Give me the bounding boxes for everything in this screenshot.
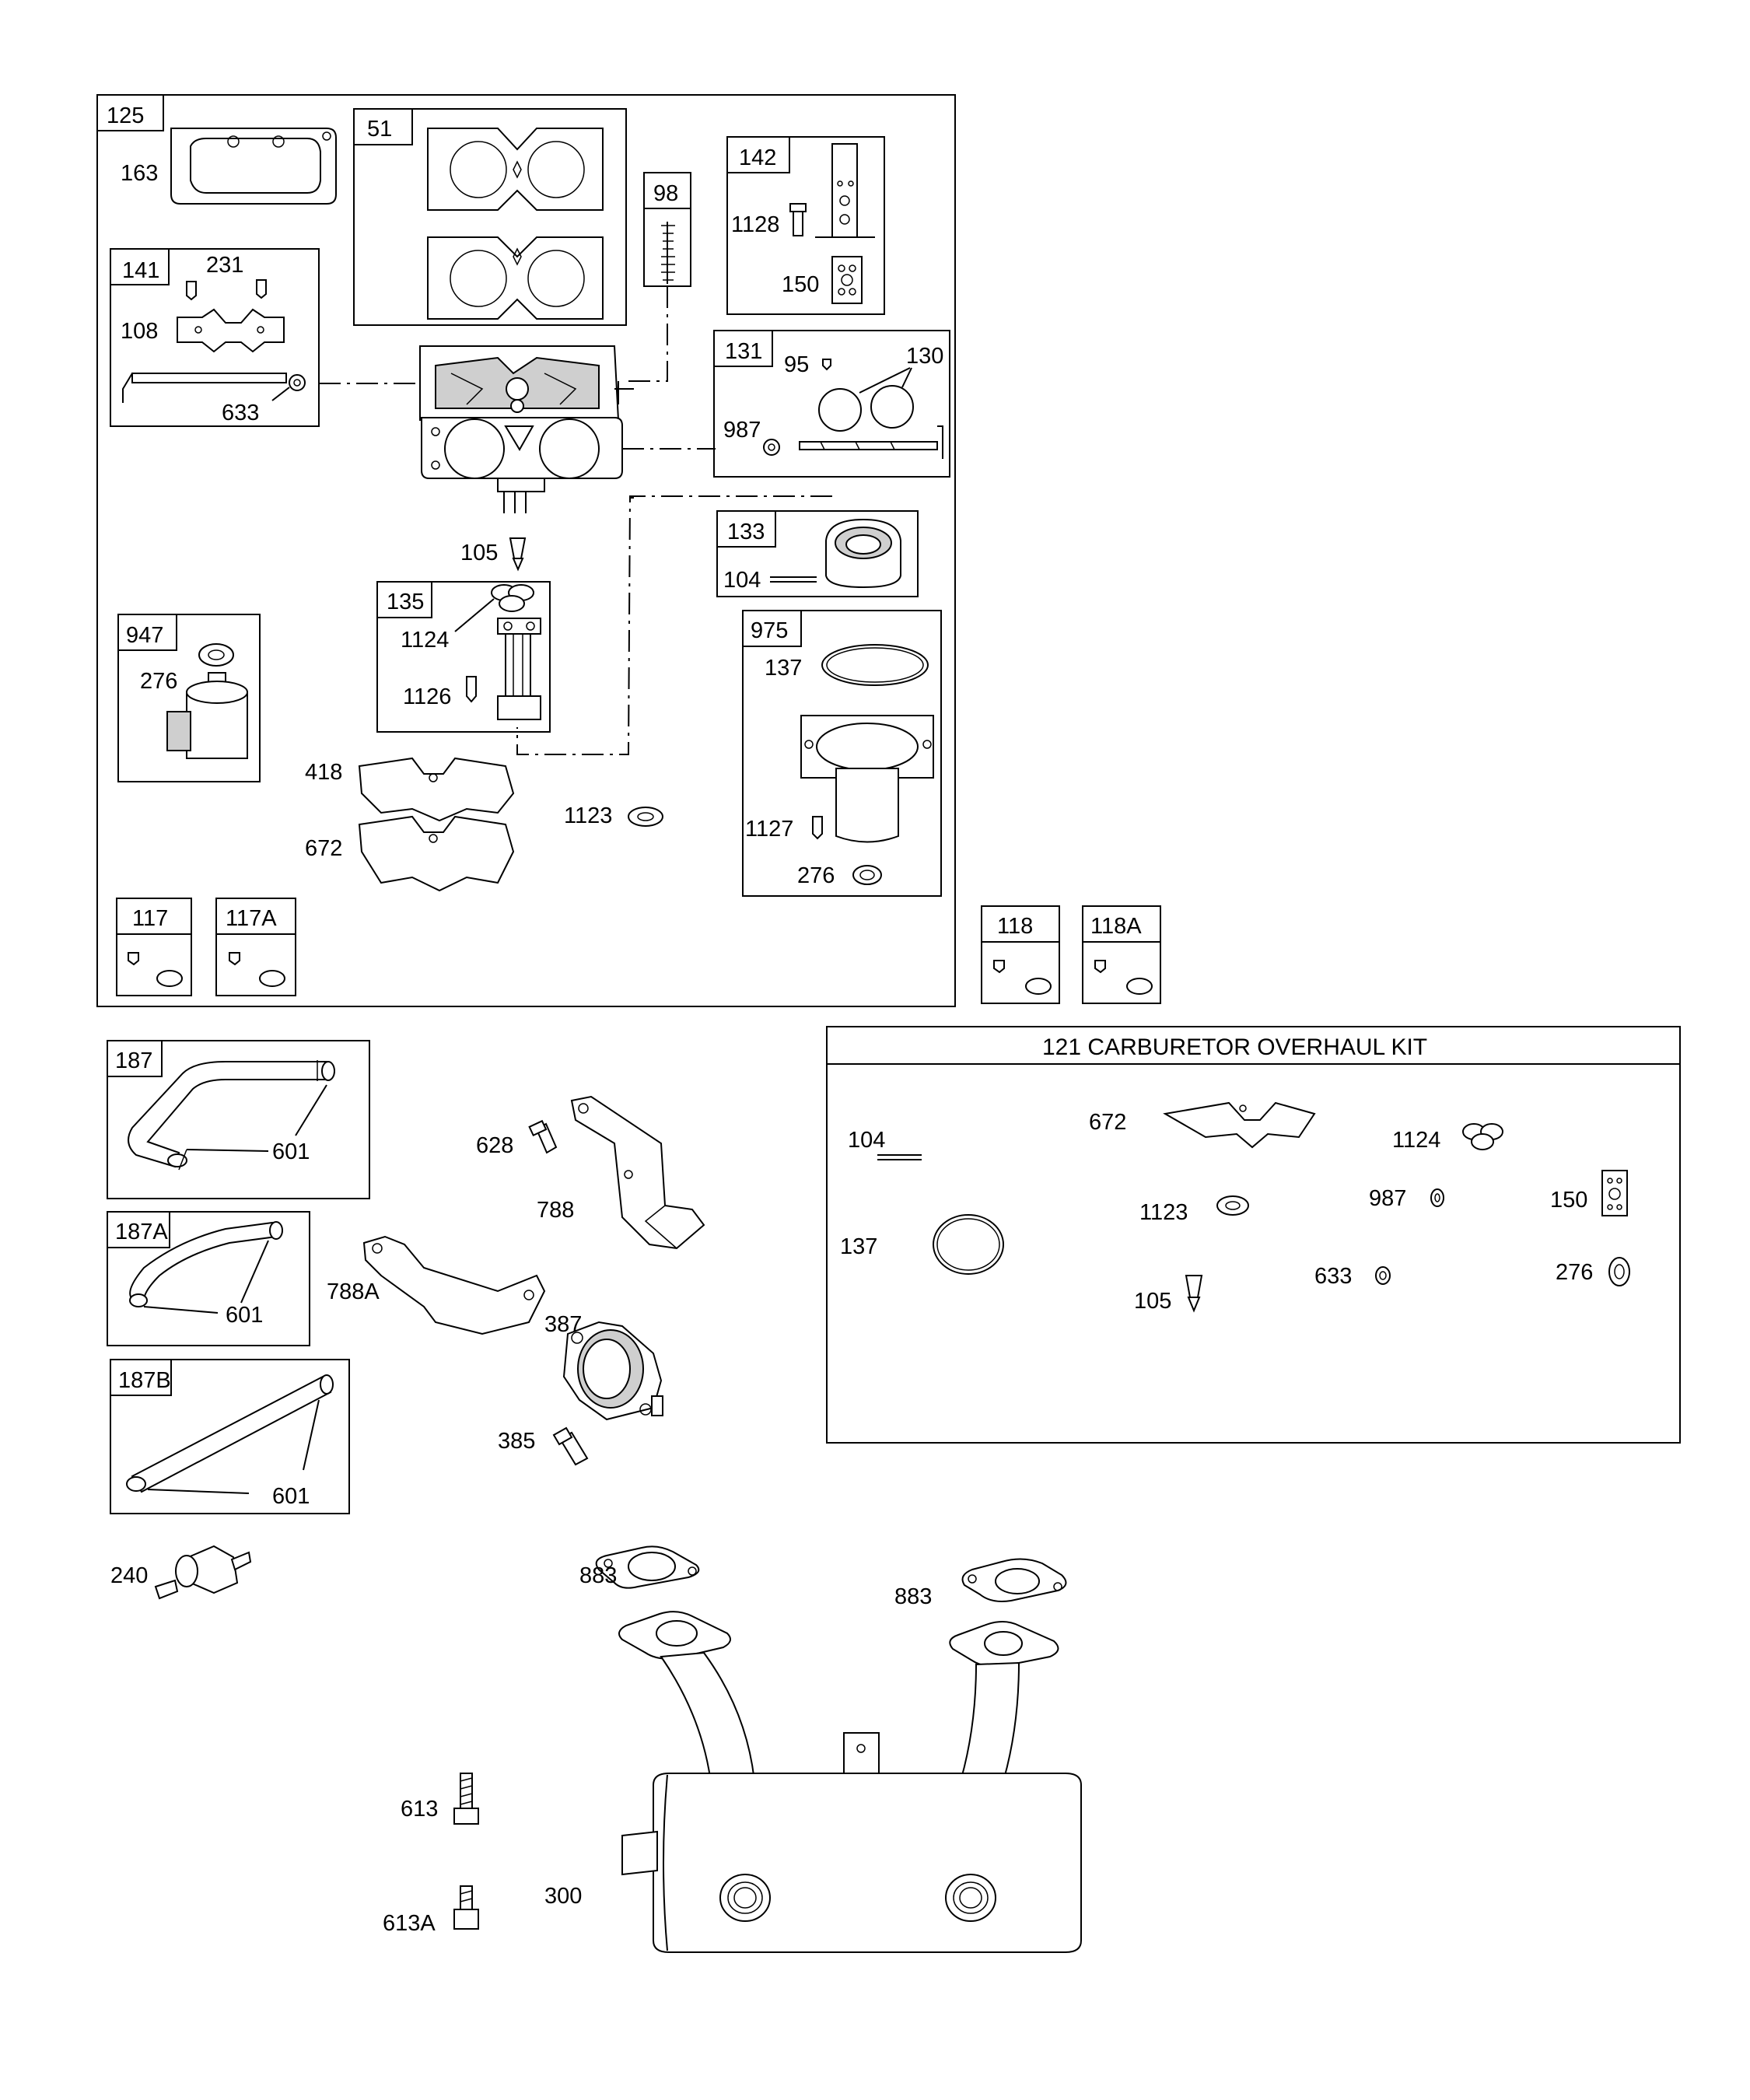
carburetor-body	[419, 345, 716, 513]
label-130: 130	[906, 344, 943, 369]
group-142: 142 1128 150	[726, 136, 885, 315]
label-300: 300	[544, 1884, 582, 1909]
part-788a-bracket: 788A	[327, 1235, 546, 1335]
kit-label-105: 105	[1134, 1289, 1171, 1314]
label-883a: 883	[579, 1563, 617, 1588]
label-231: 231	[206, 253, 243, 278]
group-125-label: 125	[107, 103, 144, 128]
kit-label-104: 104	[848, 1128, 885, 1153]
group-187b-label: 187B	[118, 1368, 171, 1393]
label-418: 418	[305, 760, 342, 785]
group-118-label: 118	[997, 914, 1033, 939]
part-788-bracket: 788	[537, 1095, 705, 1250]
group-947-label: 947	[126, 623, 163, 648]
part-672-gasket: 672	[305, 815, 515, 892]
group-975-label: 975	[751, 618, 788, 643]
group-187: 187 601	[107, 1040, 370, 1199]
kit-label-672: 672	[1089, 1110, 1126, 1135]
group-975: 975 137 1127 276	[742, 610, 942, 897]
label-633: 633	[222, 401, 259, 425]
label-276: 276	[140, 669, 177, 694]
kit-label-276: 276	[1556, 1260, 1593, 1285]
group-141: 141 231 108 633	[110, 248, 420, 427]
group-142-label: 142	[739, 145, 776, 170]
kit-label-1124: 1124	[1392, 1128, 1440, 1153]
label-601c: 601	[272, 1484, 310, 1509]
group-117a-label: 117A	[226, 906, 277, 931]
group-51-label: 51	[367, 117, 392, 142]
part-613a-bolt: 613A	[383, 1885, 479, 1936]
label-163: 163	[121, 161, 158, 186]
kit-label-633: 633	[1314, 1264, 1352, 1289]
label-628: 628	[476, 1133, 513, 1158]
group-98: 98	[622, 172, 691, 382]
label-613: 613	[401, 1797, 438, 1822]
label-387: 387	[544, 1312, 582, 1337]
label-137: 137	[765, 656, 802, 681]
label-613a: 613A	[383, 1911, 436, 1936]
part-628-screw: 628	[476, 1119, 558, 1158]
label-240: 240	[110, 1563, 148, 1588]
group-51: 51	[353, 108, 627, 326]
group-131-label: 131	[725, 339, 762, 364]
group-125: 125	[96, 94, 956, 1007]
part-418-gasket: 418	[305, 757, 515, 822]
label-1124: 1124	[401, 628, 449, 653]
label-601b: 601	[226, 1303, 263, 1328]
part-163-gasket: 163	[121, 128, 337, 205]
group-187a: 187A 601	[107, 1211, 310, 1346]
label-672: 672	[305, 836, 342, 861]
group-133: 133 104	[716, 510, 919, 597]
label-104: 104	[723, 568, 761, 593]
part-105-needle: 105	[460, 537, 527, 572]
label-150: 150	[782, 272, 819, 297]
label-1123: 1123	[564, 803, 612, 828]
part-240-fuel-filter: 240	[110, 1545, 252, 1600]
kit-label-1123: 1123	[1139, 1200, 1188, 1225]
part-883-gasket-left: 883	[579, 1545, 700, 1589]
kit-label-987: 987	[1369, 1186, 1406, 1211]
label-1128: 1128	[731, 212, 779, 237]
part-387-fuel-pump: 387	[544, 1312, 663, 1421]
label-1126: 1126	[403, 684, 451, 709]
label-601a: 601	[272, 1139, 310, 1164]
group-121-kit: 121 CARBURETOR OVERHAUL KIT 104 672 1124…	[826, 1026, 1681, 1444]
group-118a: 118A	[1082, 905, 1161, 1004]
kit-label-150: 150	[1550, 1188, 1587, 1213]
group-117-label: 117	[132, 906, 168, 931]
group-187a-label: 187A	[115, 1220, 168, 1244]
connector-line	[516, 495, 832, 755]
group-131: 131 95 130 987	[713, 330, 950, 478]
group-947: 947 276	[117, 614, 261, 782]
label-1127: 1127	[745, 817, 793, 842]
part-883-gasket-right: 883	[894, 1558, 1067, 1609]
group-98-label: 98	[653, 181, 678, 206]
label-95: 95	[784, 352, 809, 377]
kit-title: 121 CARBURETOR OVERHAUL KIT	[1042, 1034, 1427, 1060]
group-118: 118	[981, 905, 1060, 1004]
group-117: 117	[116, 898, 192, 996]
group-141-label: 141	[122, 258, 159, 283]
label-788a: 788A	[327, 1279, 380, 1304]
group-187b: 187B 601	[110, 1359, 350, 1514]
part-1123-washer: 1123	[564, 803, 663, 828]
group-133-label: 133	[727, 520, 765, 544]
label-276b: 276	[797, 863, 835, 888]
label-883b: 883	[894, 1584, 932, 1609]
label-987: 987	[723, 418, 761, 443]
part-300-muffler: 300	[544, 1611, 1082, 1953]
group-118a-label: 118A	[1090, 914, 1142, 939]
label-108: 108	[121, 319, 158, 344]
group-117a: 117A	[215, 898, 296, 996]
group-135-label: 135	[387, 590, 424, 614]
kit-label-137: 137	[840, 1234, 877, 1259]
group-135: 135 1124 1126	[376, 581, 551, 733]
label-105: 105	[460, 541, 498, 565]
label-385: 385	[498, 1429, 535, 1454]
part-385-screw: 385	[498, 1426, 589, 1466]
group-187-label: 187	[115, 1048, 152, 1073]
part-613-bolt: 613	[401, 1773, 479, 1825]
label-788: 788	[537, 1198, 574, 1223]
